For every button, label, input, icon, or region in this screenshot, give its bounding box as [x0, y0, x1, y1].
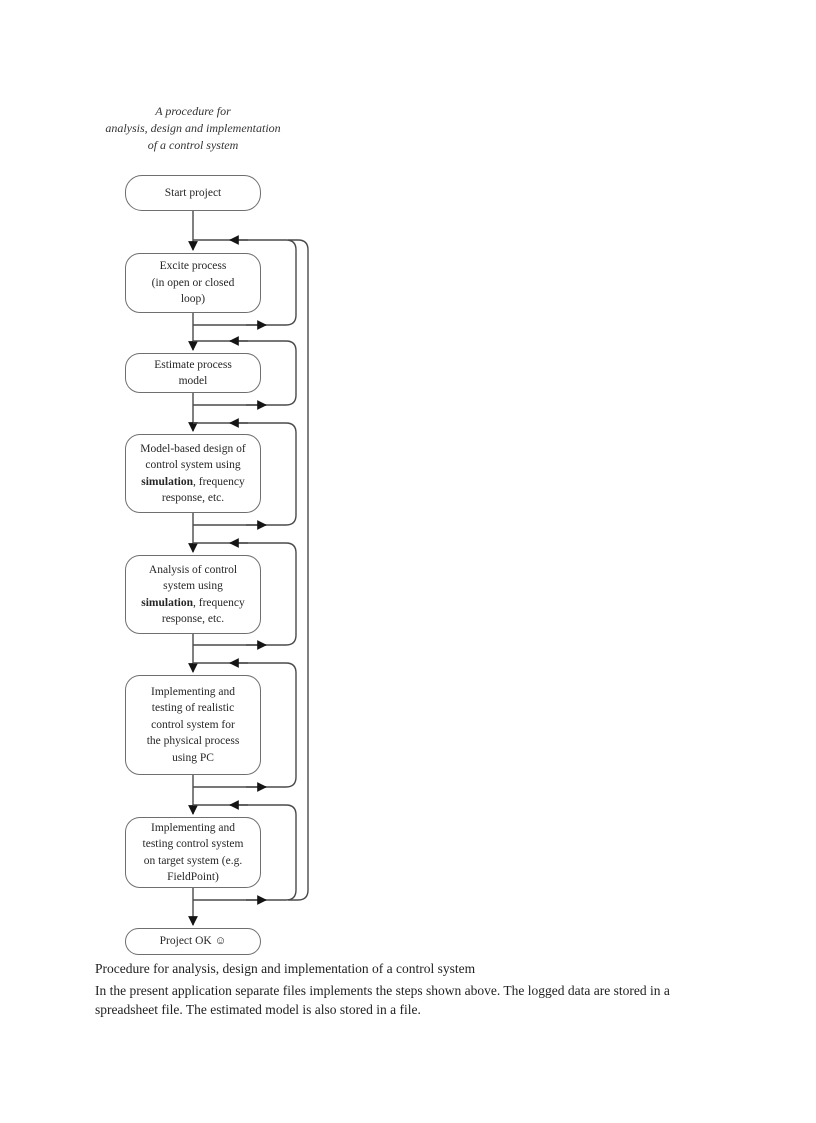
node-project-ok: Project OK ☺ — [125, 928, 261, 955]
outer-loop-path — [288, 239, 309, 901]
loop-path — [193, 340, 297, 406]
caption-block: Procedure for analysis, design and imple… — [95, 959, 727, 1019]
figure-title: A procedure for analysis, design and imp… — [43, 103, 343, 154]
figure-title-line-3: of a control system — [147, 138, 239, 152]
loop-path — [193, 662, 297, 788]
figure-title-line-1: A procedure for — [155, 104, 231, 118]
figure-caption: Procedure for analysis, design and imple… — [95, 961, 476, 976]
loop-path — [193, 422, 297, 526]
body-paragraph: In the present application separate file… — [95, 983, 670, 1017]
node-start-project: Start project — [125, 175, 261, 211]
figure-title-line-2: analysis, design and implementation — [105, 121, 281, 135]
loop-path — [193, 542, 297, 646]
